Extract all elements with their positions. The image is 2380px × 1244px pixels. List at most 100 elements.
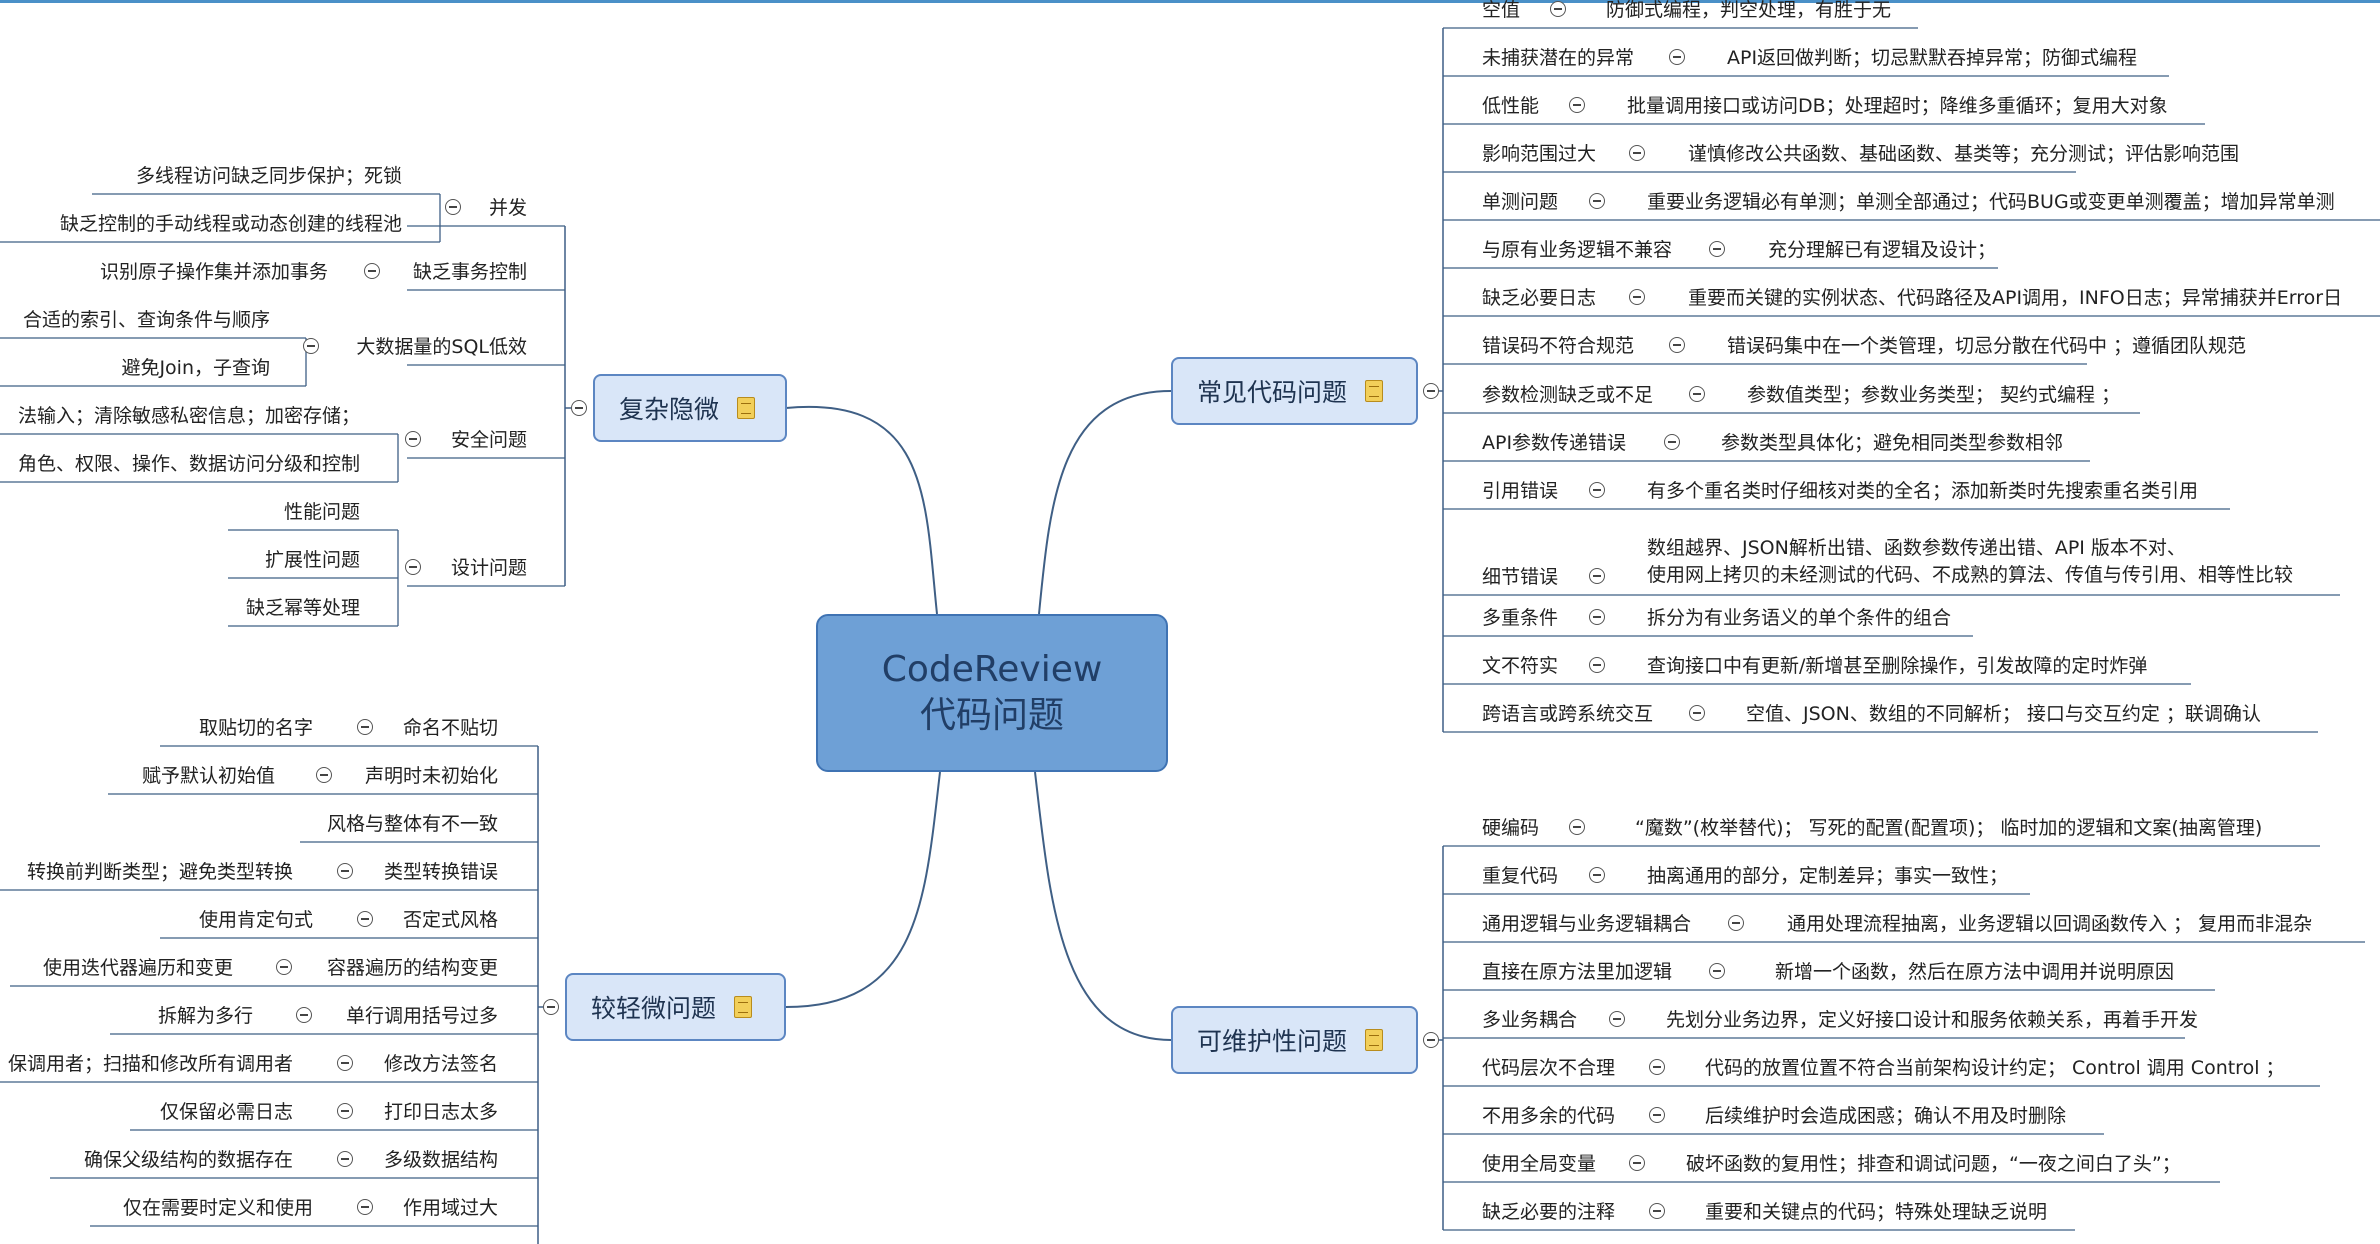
complex-group-label: 大数据量的SQL低效 <box>356 336 527 358</box>
common-issue-label: 跨语言或跨系统交互 <box>1482 703 1654 725</box>
maint-issue-label: 多业务耦合 <box>1482 1009 1578 1031</box>
complex-leaf-label: 识别原子操作集并添加事务 <box>99 261 328 283</box>
collapse-toggle[interactable] <box>1589 568 1605 584</box>
collapse-toggle[interactable] <box>1649 1059 1665 1075</box>
minor-issue-detail: 转换前判断类型；避免类型转换 <box>26 861 293 883</box>
collapse-toggle[interactable] <box>337 1055 353 1071</box>
collapse-toggle-minor[interactable] <box>543 999 559 1015</box>
collapse-toggle-complex[interactable] <box>571 400 587 416</box>
common-issue-label: 低性能 <box>1482 95 1540 117</box>
collapse-toggle[interactable] <box>316 767 332 783</box>
collapse-toggle[interactable] <box>1629 145 1645 161</box>
maint-issue-label: 缺乏必要的注释 <box>1482 1201 1616 1223</box>
collapse-toggle[interactable] <box>1728 915 1744 931</box>
collapse-toggle[interactable] <box>364 263 380 279</box>
collapse-toggle[interactable] <box>276 959 292 975</box>
complex-group-label: 设计问题 <box>450 557 527 579</box>
maint-issue-label: 硬编码 <box>1482 817 1540 839</box>
connector <box>785 405 938 615</box>
common-issue-label: 文不符实 <box>1482 655 1559 677</box>
collapse-toggle[interactable] <box>1629 289 1645 305</box>
top-accent-bar <box>0 0 2380 3</box>
topic-maintainability-issues[interactable]: 可维护性问题 <box>1171 1006 1418 1074</box>
complex-group-label: 缺乏事务控制 <box>412 261 527 283</box>
collapse-toggle[interactable] <box>1649 1107 1665 1123</box>
minor-issue-label: 类型转换错误 <box>383 861 498 883</box>
maint-issue-detail: 重要和关键点的代码；特殊处理缺乏说明 <box>1705 1201 2048 1223</box>
collapse-toggle[interactable] <box>1589 657 1605 673</box>
maint-issue-detail: 后续维护时会造成困惑；确认不用及时删除 <box>1705 1105 2067 1127</box>
collapse-toggle[interactable] <box>1709 241 1725 257</box>
collapse-toggle[interactable] <box>405 431 421 447</box>
central-topic[interactable]: CodeReview 代码问题 <box>816 614 1168 772</box>
minor-issue-detail: 仅在需要时定义和使用 <box>122 1197 313 1219</box>
collapse-toggle[interactable] <box>1664 434 1680 450</box>
common-issue-detail: 查询接口中有更新/新增甚至删除操作，引发故障的定时炸弹 <box>1647 655 2148 677</box>
topic-maint-label: 可维护性问题 <box>1197 1027 1348 1056</box>
complex-leaf-label: 性能问题 <box>283 501 360 523</box>
common-issue-detail: 参数类型具体化；避免相同类型参数相邻 <box>1721 432 2064 454</box>
note-icon[interactable] <box>737 397 756 419</box>
minor-issue-label: 否定式风格 <box>402 909 498 931</box>
minor-issue-label: 容器遍历的结构变更 <box>326 957 498 979</box>
common-issue-label: 影响范围过大 <box>1482 143 1597 165</box>
note-icon[interactable] <box>1365 1029 1384 1051</box>
collapse-toggle[interactable] <box>1589 482 1605 498</box>
minor-issue-label: 单行调用括号过多 <box>345 1005 498 1027</box>
collapse-toggle[interactable] <box>296 1007 312 1023</box>
maint-issue-label: 直接在原方法里加逻辑 <box>1482 961 1673 983</box>
minor-issue-label: 打印日志太多 <box>383 1101 498 1123</box>
note-icon[interactable] <box>1365 380 1384 402</box>
collapse-toggle-maint[interactable] <box>1423 1032 1439 1048</box>
collapse-toggle[interactable] <box>337 1103 353 1119</box>
topic-common-code-issues[interactable]: 常见代码问题 <box>1171 357 1418 425</box>
minor-issue-detail: 赋予默认初始值 <box>141 765 275 787</box>
maint-issue-label: 代码层次不合理 <box>1482 1057 1616 1079</box>
topic-complex-subtle[interactable]: 复杂隐微 <box>593 374 787 442</box>
common-issue-detail: 重要业务逻辑必有单测；单测全部通过；代码BUG或变更单测覆盖；增加异常单测 <box>1647 191 2335 213</box>
collapse-toggle[interactable] <box>1689 705 1705 721</box>
connector <box>1038 390 1172 615</box>
collapse-toggle[interactable] <box>1669 337 1685 353</box>
common-issue-label: 未捕获潜在的异常 <box>1482 47 1635 69</box>
collapse-toggle[interactable] <box>1550 1 1566 17</box>
collapse-toggle[interactable] <box>1649 1203 1665 1219</box>
collapse-toggle[interactable] <box>1709 963 1725 979</box>
collapse-toggle[interactable] <box>1609 1011 1625 1027</box>
common-issue-label: 引用错误 <box>1482 480 1559 502</box>
collapse-toggle-common[interactable] <box>1423 383 1439 399</box>
collapse-toggle[interactable] <box>1589 609 1605 625</box>
collapse-toggle[interactable] <box>1669 49 1685 65</box>
collapse-toggle[interactable] <box>337 863 353 879</box>
collapse-toggle[interactable] <box>357 911 373 927</box>
note-icon[interactable] <box>734 996 753 1018</box>
maint-issue-label: 不用多余的代码 <box>1482 1105 1616 1127</box>
complex-group-label: 安全问题 <box>450 429 527 451</box>
common-issue-label: API参数传递错误 <box>1482 432 1627 454</box>
minor-issue-detail: 使用肯定句式 <box>198 909 313 931</box>
collapse-toggle[interactable] <box>445 199 461 215</box>
collapse-toggle[interactable] <box>405 559 421 575</box>
topic-complex-label: 复杂隐微 <box>619 395 720 424</box>
collapse-toggle[interactable] <box>337 1151 353 1167</box>
collapse-toggle[interactable] <box>1589 867 1605 883</box>
collapse-toggle[interactable] <box>1589 193 1605 209</box>
topic-minor-issues[interactable]: 较轻微问题 <box>565 973 786 1041</box>
collapse-toggle[interactable] <box>357 719 373 735</box>
maint-issue-detail: 新增一个函数，然后在原方法中调用并说明原因 <box>1775 961 2175 983</box>
collapse-toggle[interactable] <box>1569 819 1585 835</box>
minor-issue-detail: 保调用者；扫描和修改所有调用者 <box>7 1053 293 1075</box>
complex-leaf-label: 法输入；清除敏感私密信息；加密存储； <box>17 405 360 427</box>
common-issue-label: 错误码不符合规范 <box>1482 335 1635 357</box>
collapse-toggle[interactable] <box>1569 97 1585 113</box>
minor-issue-label: 风格与整体有不一致 <box>326 813 498 835</box>
maint-issue-label: 重复代码 <box>1482 865 1559 887</box>
collapse-toggle[interactable] <box>1629 1155 1645 1171</box>
common-issue-label: 参数检测缺乏或不足 <box>1482 384 1654 406</box>
collapse-toggle[interactable] <box>303 338 319 354</box>
complex-leaf-label: 多线程访问缺乏同步保护；死锁 <box>135 165 402 187</box>
collapse-toggle[interactable] <box>357 1199 373 1215</box>
collapse-toggle[interactable] <box>1689 386 1705 402</box>
maint-issue-detail: 先划分业务边界，定义好接口设计和服务依赖关系，再着手开发 <box>1666 1009 2199 1031</box>
